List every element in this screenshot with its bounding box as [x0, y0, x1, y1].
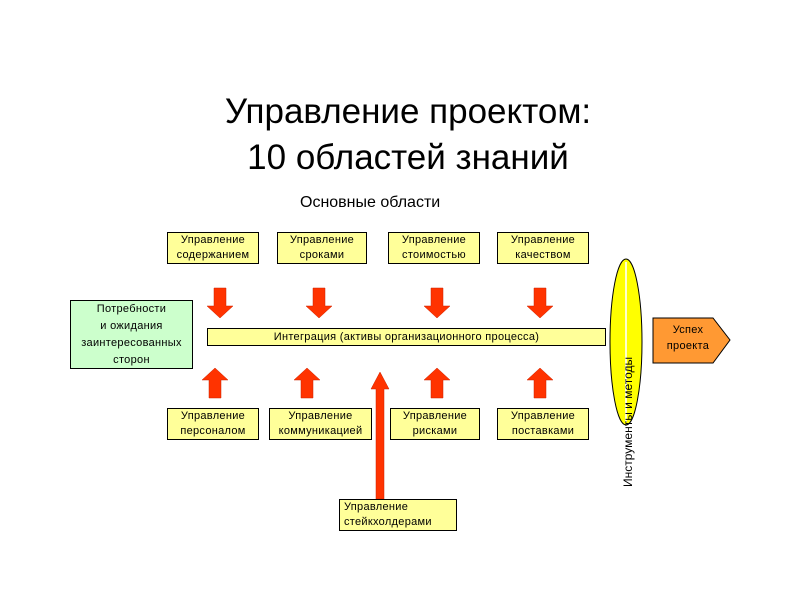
area-label: Управление — [344, 501, 409, 513]
area-label: сроками — [299, 249, 345, 261]
area-quality: Управление качеством — [497, 232, 589, 264]
title-line-2: 10 областей знаний — [247, 138, 569, 177]
needs-label: заинтересованных — [81, 336, 182, 349]
success-label: Успех проекта — [653, 322, 723, 354]
area-label: стейкхолдерами — [344, 516, 432, 528]
down-arrow — [206, 287, 234, 319]
area-hr: Управление персоналом — [167, 408, 259, 440]
area-label: Управление — [402, 410, 468, 422]
area-scope: Управление содержанием — [167, 232, 259, 264]
long-up-arrow — [370, 371, 390, 500]
area-label: рисками — [412, 425, 458, 437]
needs-label: и ожидания — [100, 319, 163, 332]
stakeholder-needs-box: Потребности и ожидания заинтересованных сто… — [70, 300, 193, 369]
area-cost: Управление стоимостью — [388, 232, 480, 264]
integration-label: Интеграция (активы организационного проц… — [273, 330, 540, 343]
area-schedule: Управление сроками — [277, 232, 367, 264]
success-text: Успех — [672, 324, 704, 336]
area-label: Управление — [288, 410, 353, 422]
up-arrow — [423, 367, 451, 399]
area-communication: Управление коммуникацией — [269, 408, 372, 440]
area-risk: Управление рисками — [390, 408, 480, 440]
area-label: поставками — [511, 425, 575, 437]
down-arrow — [305, 287, 333, 319]
area-label: Управление — [180, 410, 246, 422]
area-label: коммуникацией — [278, 425, 363, 437]
success-pentagon — [652, 317, 731, 364]
area-label: персоналом — [180, 425, 246, 437]
area-label: Управление — [289, 234, 355, 246]
title-line-1: Управление проектом: — [224, 92, 592, 131]
area-label: содержанием — [176, 249, 250, 261]
area-label: Управление — [401, 234, 467, 246]
subtitle: Основные области — [300, 194, 441, 211]
up-arrow — [526, 367, 554, 399]
needs-label: Потребности — [96, 302, 167, 315]
area-label: Управление — [510, 410, 576, 422]
integration-bar: Интеграция (активы организационного проц… — [207, 328, 606, 346]
area-label: качеством — [515, 249, 571, 261]
area-procurement: Управление поставками — [497, 408, 589, 440]
area-stakeholders: Управление стейкхолдерами — [339, 499, 457, 531]
down-arrow — [526, 287, 554, 319]
area-label: Управление — [510, 234, 576, 246]
up-arrow — [293, 367, 321, 399]
area-label: стоимостью — [402, 249, 466, 261]
needs-label: сторон — [113, 353, 150, 366]
tools-label: Инструменты и методы — [621, 356, 635, 487]
up-arrow — [201, 367, 229, 399]
down-arrow — [423, 287, 451, 319]
area-label: Управление — [180, 234, 246, 246]
success-text: проекта — [666, 340, 710, 352]
